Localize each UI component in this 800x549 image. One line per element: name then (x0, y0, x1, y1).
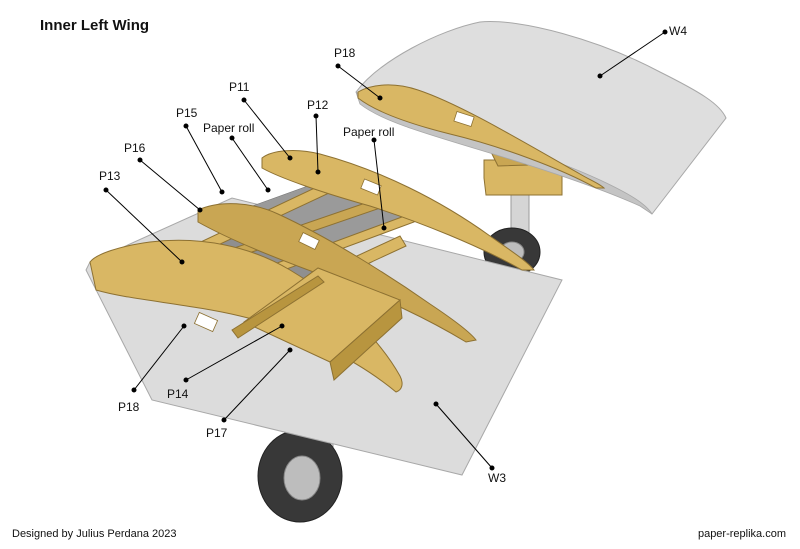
right-assembly (355, 21, 727, 277)
leader-p15 (185, 125, 223, 193)
leader-p17 (223, 349, 291, 421)
leader-p16-dot (197, 207, 203, 213)
label-p14: P14 (167, 387, 189, 401)
leader-paper-roll-left-end (229, 135, 235, 141)
leader-w3-end (489, 465, 495, 471)
leader-paper-roll-right-dot (381, 225, 387, 231)
leader-w4 (599, 31, 666, 77)
p18-left-rib (89, 239, 403, 393)
label-p15: P15 (176, 106, 198, 120)
label-p16: P16 (124, 141, 146, 155)
leader-p14-end (183, 377, 189, 383)
leader-p16-end (137, 157, 143, 163)
leader-p11-dot (287, 155, 293, 161)
label-p13: P13 (99, 169, 121, 183)
label-p17: P17 (206, 426, 228, 440)
label-w4: W4 (669, 24, 687, 38)
leader-w3-dot (433, 401, 439, 407)
leader-p14-dot (279, 323, 285, 329)
leader-paper-roll-right (373, 139, 385, 229)
leader-p12 (315, 115, 319, 173)
leader-paper-roll-right-end (371, 137, 377, 143)
leader-lines (103, 29, 668, 471)
leader-p16 (139, 159, 201, 211)
p14-plate (231, 275, 325, 339)
label-paper-roll-left: Paper roll (203, 121, 255, 135)
leader-p17-end (221, 417, 227, 423)
p18-right-slot (453, 110, 475, 128)
p18-left-slot (193, 311, 219, 333)
leader-paper-roll-left (231, 137, 269, 191)
left-assembly (85, 150, 563, 523)
website-credit: paper-replika.com (697, 528, 786, 540)
leader-p14 (185, 325, 283, 381)
middle-rib (197, 203, 477, 343)
label-p18-right: P18 (334, 46, 356, 60)
leader-p11-end (241, 97, 247, 103)
p17-gear-box-front (329, 298, 403, 381)
leader-w4-dot (597, 73, 603, 79)
diagram-title: Inner Left Wing (40, 17, 150, 34)
label-paper-roll-right: Paper roll (343, 125, 395, 139)
left-wheel-hub (283, 455, 321, 501)
middle-rib-slot (298, 232, 320, 250)
p11-rib (261, 150, 536, 271)
leader-p15-end (183, 123, 189, 129)
leader-w3 (435, 403, 493, 469)
leader-p15-dot (219, 189, 225, 195)
leader-p12-dot (315, 169, 321, 175)
leader-p18-left-end (131, 387, 137, 393)
leader-paper-roll-left-dot (265, 187, 271, 193)
leader-p18-left (133, 325, 185, 391)
label-w3: W3 (488, 471, 506, 485)
leader-p18-right-end (335, 63, 341, 69)
label-p12: P12 (307, 98, 329, 112)
leader-p13-dot (179, 259, 185, 265)
leader-p12-end (313, 113, 319, 119)
leader-p18-right (337, 65, 381, 99)
leader-w4-end (662, 29, 668, 35)
leader-p18-left-dot (181, 323, 187, 329)
label-p18-left: P18 (118, 400, 140, 414)
label-p11: P11 (229, 80, 250, 94)
leader-p17-dot (287, 347, 293, 353)
leader-p13 (105, 189, 183, 263)
p18-right-rib (357, 84, 606, 189)
designer-credit: Designed by Julius Perdana 2023 (12, 528, 177, 540)
leader-p11 (243, 99, 291, 159)
leader-p18-right-dot (377, 95, 383, 101)
leader-p13-end (103, 187, 109, 193)
